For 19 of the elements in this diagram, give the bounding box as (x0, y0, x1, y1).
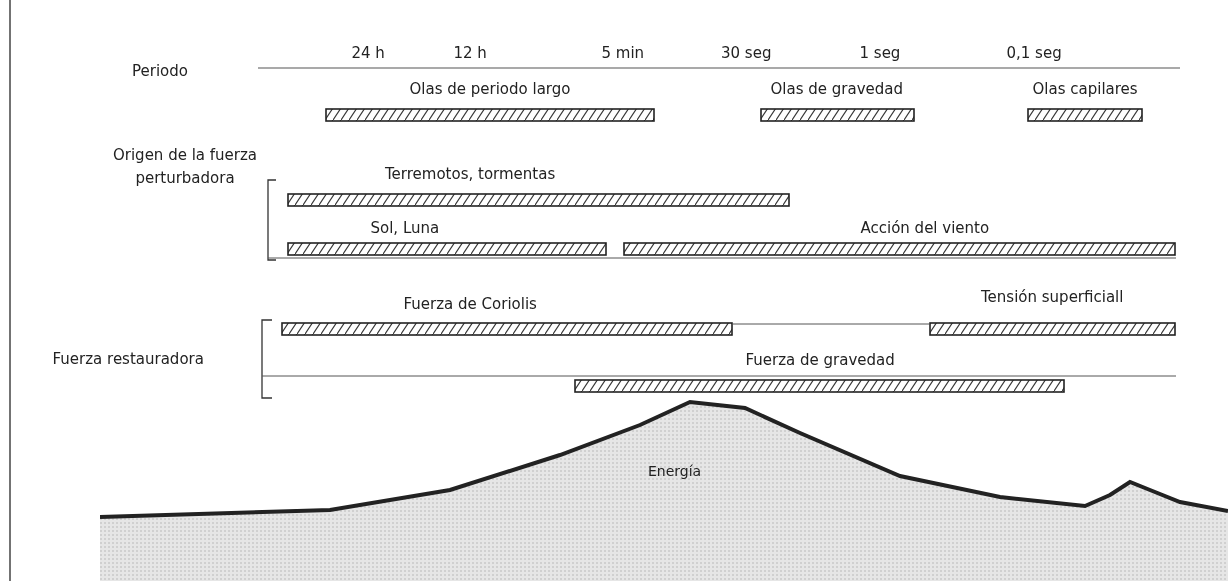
row-label: Periodo (132, 62, 188, 80)
bar-label: Acción del viento (860, 219, 990, 237)
tick-label: 5 min (601, 44, 645, 62)
tick-label: 30 seg (721, 44, 772, 62)
tick-label: 1 seg (859, 44, 901, 62)
row-label: Origen de la fuerza perturbadora (111, 145, 259, 189)
tick-label: 24 h (351, 44, 385, 62)
row-label: Fuerza restauradora (52, 350, 204, 368)
bar-label: Terremotos, tormentas (385, 165, 556, 183)
bar-label: Fuerza de gravedad (745, 351, 895, 369)
bar-label: Olas capilares (1032, 80, 1138, 98)
bar-label: Fuerza de Coriolis (403, 295, 537, 313)
curve-label: Energía (648, 462, 702, 480)
bar-label: Tensión superficiall (981, 288, 1124, 306)
bar-label: Sol, Luna (370, 219, 440, 237)
tick-label: 12 h (453, 44, 487, 62)
bar-label: Olas de gravedad (770, 80, 903, 98)
tick-label: 0,1 seg (1006, 44, 1062, 62)
bar-label: Olas de periodo largo (409, 80, 571, 98)
